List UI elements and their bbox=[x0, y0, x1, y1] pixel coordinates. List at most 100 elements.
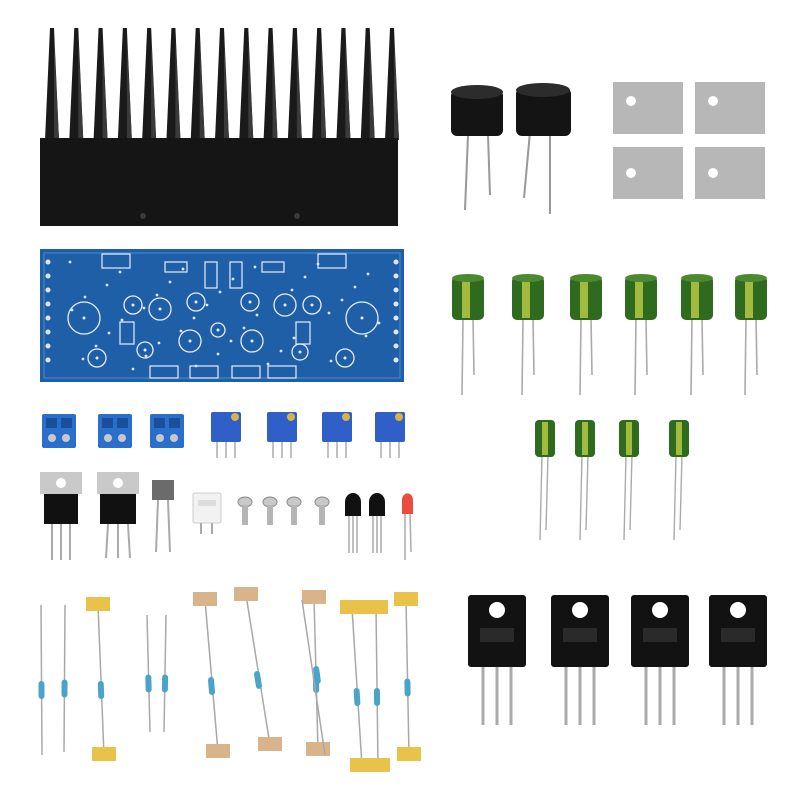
to220-transistor bbox=[97, 472, 139, 559]
led-red bbox=[402, 493, 413, 560]
capacitor-green-small bbox=[669, 420, 689, 541]
pcb-footprint bbox=[67, 301, 101, 335]
screws bbox=[237, 496, 330, 525]
heatsink-fin bbox=[215, 28, 229, 140]
insulator-pads bbox=[613, 82, 765, 199]
pcb-silkscreen bbox=[229, 261, 243, 289]
screw-terminal bbox=[150, 414, 184, 448]
trimmer-potentiometer bbox=[211, 412, 241, 458]
pcb-footprint bbox=[240, 329, 264, 353]
power-transistor bbox=[631, 595, 689, 725]
resistor bbox=[86, 597, 116, 761]
pcb-footprint bbox=[178, 329, 202, 353]
heatsink-fin bbox=[45, 28, 59, 140]
pcb-footprint bbox=[123, 295, 143, 315]
heatsink-fin bbox=[69, 28, 84, 140]
screw-terminal bbox=[42, 414, 76, 448]
heatsink-fin bbox=[190, 28, 205, 140]
heatsink-fin bbox=[312, 28, 327, 140]
pcb-silkscreen bbox=[204, 261, 218, 289]
pcb-silkscreen bbox=[267, 365, 297, 379]
pcb-footprint bbox=[210, 322, 226, 338]
heatsink-fin bbox=[117, 28, 132, 140]
pcb-silkscreen bbox=[149, 365, 179, 379]
power-transistor bbox=[468, 595, 526, 725]
pcb-footprint bbox=[345, 301, 379, 335]
heatsink-fin bbox=[93, 28, 108, 140]
heatsink-fin bbox=[263, 28, 278, 140]
to92-transistor bbox=[369, 493, 385, 553]
pcb-footprint bbox=[148, 297, 172, 321]
screw bbox=[286, 496, 302, 525]
insulator-pad bbox=[695, 82, 765, 134]
pcb-footprint bbox=[186, 292, 206, 312]
connector-header bbox=[192, 492, 222, 534]
resistors bbox=[38, 587, 421, 772]
trimmer-potentiometer bbox=[375, 412, 405, 458]
heatsink-fin bbox=[336, 28, 351, 140]
insulator-pad bbox=[613, 82, 683, 134]
capacitor-green bbox=[681, 274, 713, 396]
power-transistor bbox=[551, 595, 609, 725]
green-capacitors bbox=[452, 274, 767, 396]
pcb-footprint bbox=[136, 341, 154, 359]
resistor bbox=[364, 600, 390, 772]
resistor bbox=[234, 587, 282, 751]
pcb-silkscreen bbox=[231, 365, 261, 379]
heatsink-fin bbox=[385, 28, 399, 140]
pcb-footprint bbox=[302, 295, 322, 315]
resistor bbox=[38, 604, 45, 756]
heatsink-fin bbox=[239, 28, 254, 140]
pcb-silkscreen bbox=[101, 253, 131, 269]
heatsink-fin bbox=[287, 28, 302, 140]
capacitor-green bbox=[570, 274, 602, 396]
capacitor-green-small bbox=[535, 420, 555, 541]
pcb-silkscreen bbox=[189, 365, 219, 379]
capacitor-green bbox=[625, 274, 657, 396]
trimmer-potentiometer bbox=[322, 412, 352, 458]
heatsink-fin bbox=[166, 28, 181, 140]
power-transistors bbox=[468, 595, 767, 725]
resistor bbox=[145, 614, 152, 733]
insulator-pad bbox=[695, 147, 765, 199]
capacitor-green-small bbox=[619, 420, 639, 541]
capacitor-black-1 bbox=[451, 85, 503, 211]
capacitor-black-2 bbox=[516, 83, 571, 214]
to92-transistor bbox=[345, 493, 361, 553]
pcb-footprint bbox=[273, 293, 297, 317]
pcb-silkscreen bbox=[164, 261, 188, 273]
pcb-footprint bbox=[240, 292, 260, 312]
trimmer-potentiometer bbox=[267, 412, 297, 458]
film-capacitor bbox=[152, 480, 174, 553]
screw-terminal bbox=[98, 414, 132, 448]
resistor bbox=[301, 599, 326, 756]
capacitor-green bbox=[452, 274, 484, 396]
resistor bbox=[61, 604, 68, 753]
screw bbox=[314, 496, 330, 525]
resistor bbox=[394, 592, 421, 761]
pcb-footprint bbox=[335, 348, 355, 368]
insulator-pad bbox=[613, 147, 683, 199]
trimmer-potentiometers bbox=[211, 412, 405, 458]
heatsink-fin bbox=[360, 28, 375, 140]
heatsink bbox=[40, 28, 399, 226]
pcb-silkscreen bbox=[295, 321, 311, 345]
pcb-board bbox=[40, 249, 404, 382]
to220-transistor bbox=[40, 472, 82, 560]
screw-terminals bbox=[42, 414, 184, 448]
capacitor-green bbox=[512, 274, 544, 396]
pcb-silkscreen bbox=[119, 321, 135, 345]
green-capacitors-small bbox=[535, 420, 689, 541]
capacitor-green-small bbox=[575, 420, 595, 541]
screw bbox=[262, 496, 278, 525]
capacitor-green bbox=[735, 274, 767, 396]
heatsink-fin bbox=[142, 28, 157, 140]
resistor bbox=[193, 592, 230, 758]
pcb-footprint bbox=[87, 348, 107, 368]
screw bbox=[237, 496, 253, 525]
pcb-silkscreen bbox=[261, 261, 285, 273]
pcb-silkscreen bbox=[317, 253, 347, 269]
resistor bbox=[161, 614, 169, 733]
power-transistor bbox=[709, 595, 767, 725]
